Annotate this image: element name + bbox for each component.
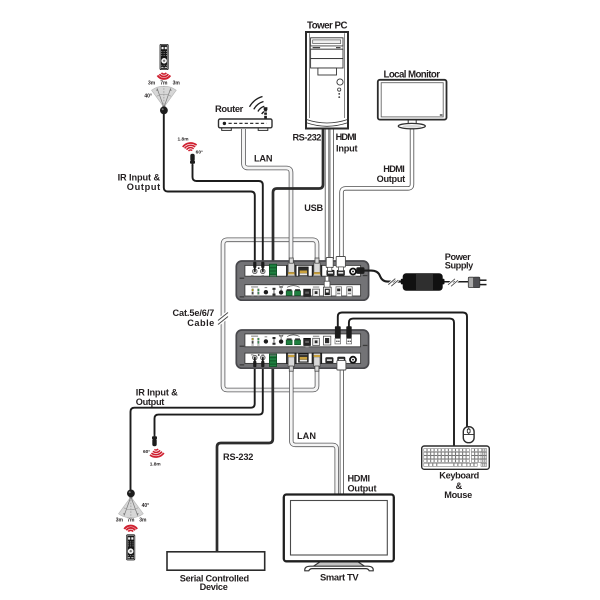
svg-text:&: & (456, 481, 463, 491)
svg-text:40°: 40° (144, 93, 152, 99)
svg-text:IR Input &: IR Input & (136, 388, 178, 398)
svg-text:HDMI: HDMI (383, 164, 405, 174)
svg-text:USB: USB (304, 203, 323, 213)
svg-text:Device: Device (200, 582, 228, 592)
svg-text:Mouse: Mouse (444, 490, 472, 500)
svg-text:Output: Output (136, 397, 165, 407)
svg-text:HDMI: HDMI (348, 473, 371, 483)
svg-text:Output: Output (377, 174, 406, 184)
svg-text:Tower PC: Tower PC (307, 21, 348, 32)
svg-text:1.8m: 1.8m (150, 462, 161, 468)
svg-text:7m: 7m (160, 81, 168, 87)
svg-text:Serial Controlled: Serial Controlled (180, 573, 249, 583)
svg-text:LAN: LAN (297, 431, 316, 441)
svg-text:Power: Power (445, 252, 471, 262)
svg-text:3m: 3m (139, 518, 147, 524)
svg-text:LAN: LAN (254, 154, 273, 164)
svg-text:3m: 3m (116, 518, 124, 524)
svg-text:Supply: Supply (445, 261, 474, 271)
svg-text:Smart TV: Smart TV (320, 571, 359, 582)
svg-text:HDMI: HDMI (336, 132, 357, 142)
svg-text:IR Input &: IR Input & (118, 173, 161, 183)
svg-text:3m: 3m (148, 81, 156, 87)
svg-text:60°: 60° (143, 449, 150, 455)
svg-text:Output: Output (127, 182, 160, 192)
svg-text:Input: Input (336, 143, 358, 153)
svg-text:7m: 7m (127, 518, 135, 524)
svg-text:40°: 40° (142, 503, 150, 509)
svg-text:RS-232: RS-232 (223, 452, 253, 462)
svg-text:Local Monitor: Local Monitor (384, 69, 441, 80)
svg-text:Router: Router (215, 103, 244, 114)
svg-text:RS-232: RS-232 (293, 132, 322, 142)
svg-text:Cable: Cable (187, 318, 214, 328)
svg-text:Cat.5e/6/7: Cat.5e/6/7 (173, 308, 215, 318)
svg-text:3m: 3m (173, 81, 181, 87)
svg-text:Keyboard: Keyboard (439, 470, 479, 480)
svg-text:Output: Output (348, 484, 377, 494)
svg-text:60°: 60° (196, 150, 203, 156)
svg-text:1.8m: 1.8m (178, 136, 189, 142)
